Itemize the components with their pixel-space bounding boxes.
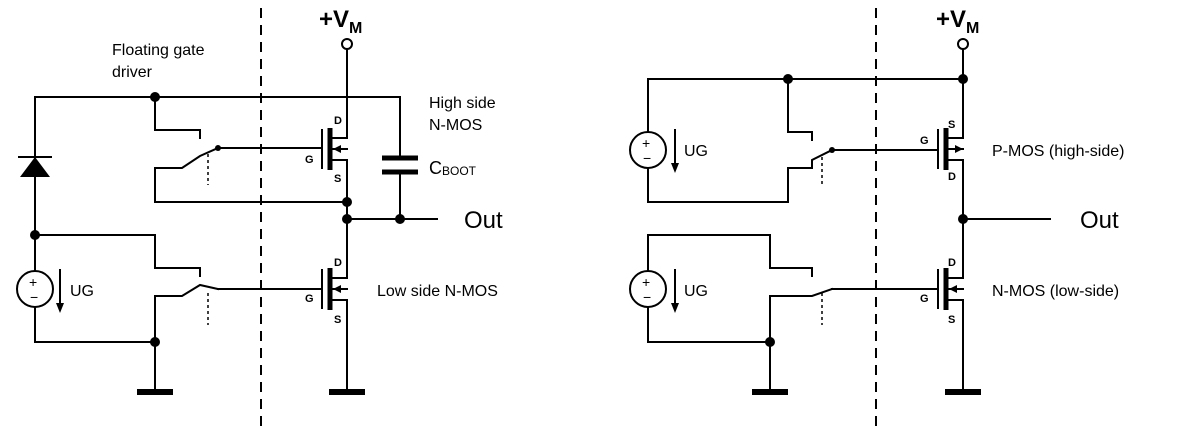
pmos-pin-d: D bbox=[948, 171, 956, 183]
high-pin-d: D bbox=[334, 115, 342, 127]
high-driver-upper-leg bbox=[154, 96, 201, 139]
high-side-label-1: High side bbox=[429, 95, 496, 112]
bottom-switch-icon bbox=[769, 287, 834, 309]
bottom-source-return bbox=[647, 306, 771, 343]
floating-driver-label-2: driver bbox=[112, 64, 153, 81]
low-side-nmos-icon bbox=[321, 261, 348, 316]
low-driver-upper-leg bbox=[34, 234, 201, 277]
junction-dot bbox=[958, 214, 968, 224]
right-out-label: Out bbox=[1080, 207, 1119, 234]
left-out-label: Out bbox=[464, 207, 503, 234]
junction-dot bbox=[215, 145, 221, 151]
right-top-rail bbox=[647, 78, 964, 151]
left-supply-terminal bbox=[341, 38, 353, 50]
high-side-label-2: N-MOS bbox=[429, 117, 482, 134]
right-nmos-icon bbox=[937, 261, 964, 316]
left-low-side-label: Low side N-MOS bbox=[377, 283, 498, 300]
right-schematic: +VM + − UG S G D P-MOS (hi bbox=[629, 6, 1124, 430]
top-source-return bbox=[647, 167, 789, 203]
floating-driver-label-1: Floating gate bbox=[112, 42, 205, 59]
bootstrap-diode-icon bbox=[20, 157, 50, 177]
top-switch-icon bbox=[787, 148, 834, 169]
right-ug-top-label: UG bbox=[684, 143, 708, 160]
low-driver-switch-icon bbox=[154, 283, 220, 309]
source-plus: + bbox=[29, 274, 37, 290]
left-ug-label: UG bbox=[70, 283, 94, 300]
low-pin-s: S bbox=[334, 314, 341, 326]
junction-dot bbox=[342, 197, 352, 207]
junction-dot bbox=[342, 214, 352, 224]
high-pin-g: G bbox=[305, 154, 314, 166]
pmos-pin-s: S bbox=[948, 119, 955, 131]
right-low-side-label: N-MOS (low-side) bbox=[992, 283, 1119, 300]
right-supply-terminal bbox=[957, 38, 969, 50]
ug-source-wire-bottom bbox=[34, 306, 156, 343]
right-high-side-label: P-MOS (high-side) bbox=[992, 143, 1124, 160]
left-supply-label: +VM bbox=[319, 6, 362, 37]
high-side-nmos-icon bbox=[321, 124, 348, 176]
low-pin-g: G bbox=[305, 293, 314, 305]
source-plus: + bbox=[642, 274, 650, 290]
ug-arrowhead bbox=[56, 303, 64, 313]
floating-return-wire bbox=[154, 167, 348, 203]
cboot-label: CBOOT bbox=[429, 158, 477, 178]
right-nmos-pin-g: G bbox=[920, 293, 929, 305]
right-nmos-pin-d: D bbox=[948, 257, 956, 269]
right-ug-bottom-label: UG bbox=[684, 283, 708, 300]
junction-dot bbox=[395, 214, 405, 224]
bottom-switch-upper-leg bbox=[647, 234, 813, 277]
source-minus: − bbox=[30, 289, 38, 305]
right-supply-label: +VM bbox=[936, 6, 979, 37]
ug-arrowhead bbox=[671, 163, 679, 173]
right-nmos-pin-s: S bbox=[948, 314, 955, 326]
top-switch-upper-leg bbox=[787, 78, 813, 141]
junction-dot bbox=[150, 337, 160, 347]
high-pin-s: S bbox=[334, 173, 341, 185]
source-minus: − bbox=[643, 289, 651, 305]
left-schematic: +VM Floating gate driver CBOOT High side… bbox=[16, 6, 503, 430]
junction-dot bbox=[958, 74, 968, 84]
pmos-pin-g: G bbox=[920, 135, 929, 147]
source-minus: − bbox=[643, 150, 651, 166]
high-driver-switch-icon bbox=[154, 146, 220, 169]
source-plus: + bbox=[642, 135, 650, 151]
ug-arrowhead bbox=[671, 303, 679, 313]
pmos-icon bbox=[937, 124, 964, 176]
junction-dot bbox=[765, 337, 775, 347]
low-pin-d: D bbox=[334, 257, 342, 269]
